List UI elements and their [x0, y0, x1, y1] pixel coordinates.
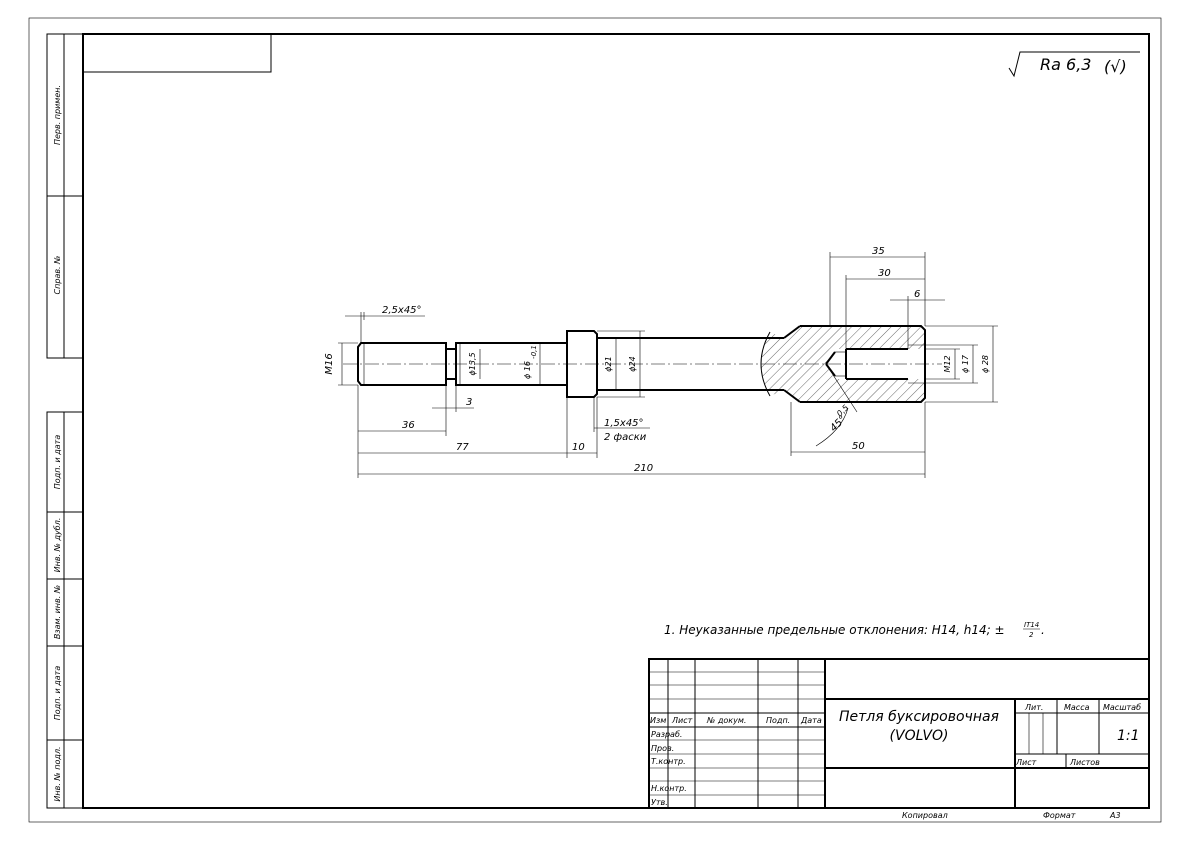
- tb-header-list: Лист: [671, 716, 693, 725]
- dim-10: 10: [567, 397, 598, 458]
- dim-77-text: 77: [456, 442, 469, 453]
- tb-role-prov: Пров.: [651, 744, 674, 753]
- dim-d13-5: ϕ13,5: [468, 349, 481, 379]
- top-stamp-box: [82, 33, 272, 73]
- dim-d21: ϕ21: [604, 338, 617, 390]
- tb-scale-label: Масштаб: [1103, 703, 1141, 712]
- dim-3-text: 3: [466, 397, 472, 408]
- tb-role-tkontr: Т.контр.: [651, 757, 686, 766]
- dim-d16-text: ϕ 16: [523, 361, 532, 379]
- dim-50: 50: [790, 402, 925, 456]
- dim-36-text: 36: [402, 420, 415, 431]
- dim-chamfer-note: 2 фаски: [604, 432, 647, 443]
- dim-m16: M16: [324, 342, 358, 386]
- dim-210-text: 210: [634, 463, 653, 474]
- dim-d16-tol: -0,1: [530, 345, 538, 359]
- dim-6: 6: [890, 289, 945, 349]
- tb-title-line1: Петля буксировочная: [839, 709, 999, 725]
- tech-note: 1. Неуказанные предельные отклонения: H1…: [664, 621, 1045, 639]
- tb-role-nkontr: Н.контр.: [651, 784, 687, 793]
- dim-35: 35: [829, 246, 926, 326]
- dim-d24: ϕ24: [597, 330, 645, 398]
- tech-note-frac-bottom: 2: [1029, 631, 1034, 639]
- footer-format-label: Формат: [1043, 811, 1076, 820]
- tech-note-text: 1. Неуказанные предельные отклонения: H1…: [664, 623, 1005, 637]
- title-block: [648, 658, 1150, 809]
- dim-30: 30: [845, 268, 925, 349]
- dim-chamfer-right-text: 1,5x45°: [604, 418, 644, 429]
- tb-title-line2: (VOLVO): [890, 728, 949, 744]
- dim-chamfer-left: 2,5x45°: [345, 305, 425, 343]
- left-column-upper: [46, 33, 84, 359]
- dim-d21-text: ϕ21: [604, 356, 613, 371]
- footer-copied: Копировал: [902, 811, 948, 820]
- dim-m12: M12: [925, 348, 960, 380]
- dim-d28-text: ϕ 28: [981, 355, 990, 373]
- dim-d28: ϕ 28: [925, 325, 998, 403]
- dim-3: 3: [432, 385, 474, 412]
- tb-header-doc: № докум.: [706, 716, 746, 725]
- side-label-inv-dubl: Инв. № дубл.: [53, 518, 62, 573]
- tb-sheets: Листов: [1069, 758, 1100, 767]
- dim-10-text: 10: [572, 442, 585, 453]
- dim-d13-5-text: ϕ13,5: [468, 352, 477, 375]
- tech-note-frac-top: IT14: [1024, 621, 1039, 629]
- tb-sheet: Лист: [1015, 758, 1037, 767]
- sheet-trim: [28, 17, 1162, 823]
- dim-chamfer-right: 1,5x45° 2 фаски: [593, 397, 650, 443]
- roughness-value: Ra 6,3: [1040, 55, 1091, 74]
- footer-format-value: А3: [1109, 811, 1121, 820]
- dim-210: 210: [358, 402, 926, 478]
- dim-m12-text: M12: [943, 355, 952, 372]
- side-label-vzam: Взам. инв. №: [53, 585, 62, 639]
- dim-77: 77: [358, 397, 568, 458]
- roughness-check: (√): [1104, 57, 1127, 76]
- side-label-podp2: Подп. и дата: [53, 666, 62, 721]
- dim-30-text: 30: [878, 268, 891, 279]
- side-label-sprav: Справ. №: [53, 256, 62, 295]
- tb-lit: Лит.: [1024, 703, 1043, 712]
- tb-mass: Масса: [1064, 703, 1090, 712]
- roughness-symbol: Ra 6,3 (√): [1008, 51, 1140, 78]
- dim-35-text: 35: [872, 246, 885, 257]
- tb-role-utv: Утв.: [651, 798, 668, 807]
- tb-role-razrab: Разраб.: [651, 730, 682, 739]
- dim-d17-text: ϕ 17: [961, 354, 970, 373]
- tech-note-end: .: [1041, 623, 1045, 637]
- side-label-podp1: Подп. и дата: [53, 435, 62, 490]
- left-column-lower: [46, 411, 84, 809]
- dim-d24-text: ϕ24: [628, 356, 637, 371]
- tb-header-date: Дата: [800, 716, 822, 725]
- tb-header-izm: Изм: [650, 716, 666, 725]
- tb-scale-value: 1:1: [1117, 728, 1140, 744]
- tb-header-sign: Подп.: [766, 716, 790, 725]
- dim-6-text: 6: [914, 289, 920, 300]
- dim-d17: ϕ 17: [925, 344, 978, 384]
- dim-m16-text: M16: [324, 353, 335, 374]
- dim-36: 36: [357, 385, 447, 478]
- side-label-perv: Перв. примен.: [53, 85, 62, 145]
- dim-d16: ϕ 16 -0,1: [523, 343, 541, 385]
- dim-chamfer-left-text: 2,5x45°: [382, 305, 422, 316]
- side-label-inv-podl: Инв. № подл.: [53, 746, 62, 801]
- dim-50-text: 50: [852, 441, 865, 452]
